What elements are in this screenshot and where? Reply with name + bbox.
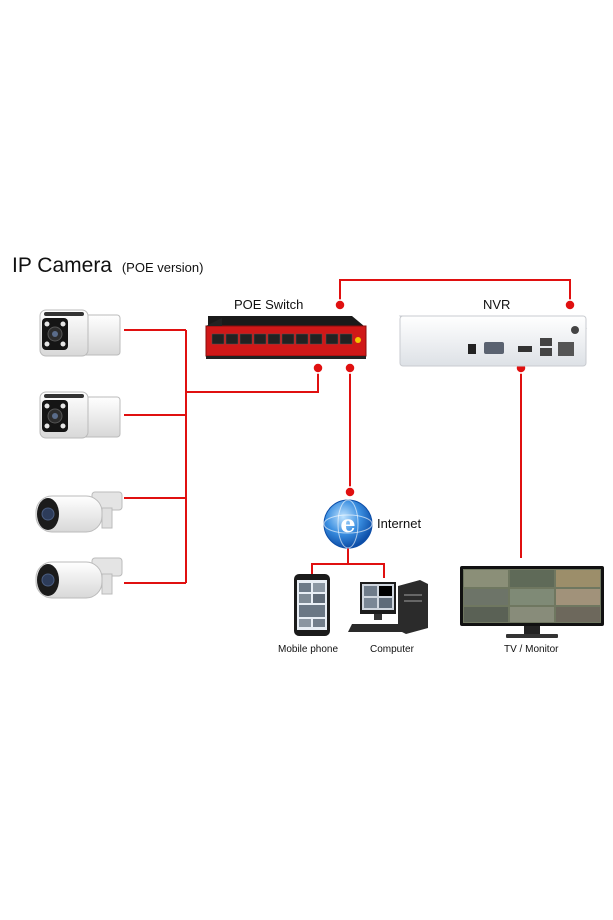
title-main-text: IP Camera	[12, 254, 112, 277]
poe-switch-label: POE Switch	[234, 297, 304, 312]
svg-text:e: e	[340, 509, 355, 538]
bullet-camera-icon	[39, 309, 121, 357]
bullet-camera-icon	[39, 391, 121, 439]
dot-nvr-top	[564, 299, 576, 311]
internet-label: Internet	[377, 516, 422, 531]
switch-to-nvr-link	[339, 279, 571, 305]
mobile-phone-label: Mobile phone	[278, 644, 339, 655]
dot-internet-top	[344, 486, 356, 498]
computer-icon	[348, 580, 428, 634]
bullet-camera-icon	[35, 557, 123, 599]
connection-dots	[312, 299, 576, 498]
devices-branch-link	[311, 563, 385, 578]
computer-label: Computer	[370, 644, 414, 655]
nvr-label: NVR	[483, 297, 511, 312]
bullet-camera-icon	[35, 491, 123, 533]
tv-monitor-label: TV / Monitor	[504, 644, 559, 655]
connection-lines	[124, 279, 571, 584]
dot-switch-top	[334, 299, 346, 311]
nvr-icon	[398, 315, 588, 367]
dot-switch-left	[312, 362, 324, 374]
dot-switch-right	[344, 362, 356, 374]
monitor-icon	[460, 566, 604, 638]
poe-switch-icon	[205, 316, 367, 359]
bus-to-switch-link	[186, 366, 319, 393]
page-title: IP Camera (POE version)	[12, 254, 203, 278]
phone-icon	[294, 574, 330, 636]
title-sub-text: (POE version)	[121, 260, 204, 275]
globe-icon: e	[323, 499, 373, 549]
